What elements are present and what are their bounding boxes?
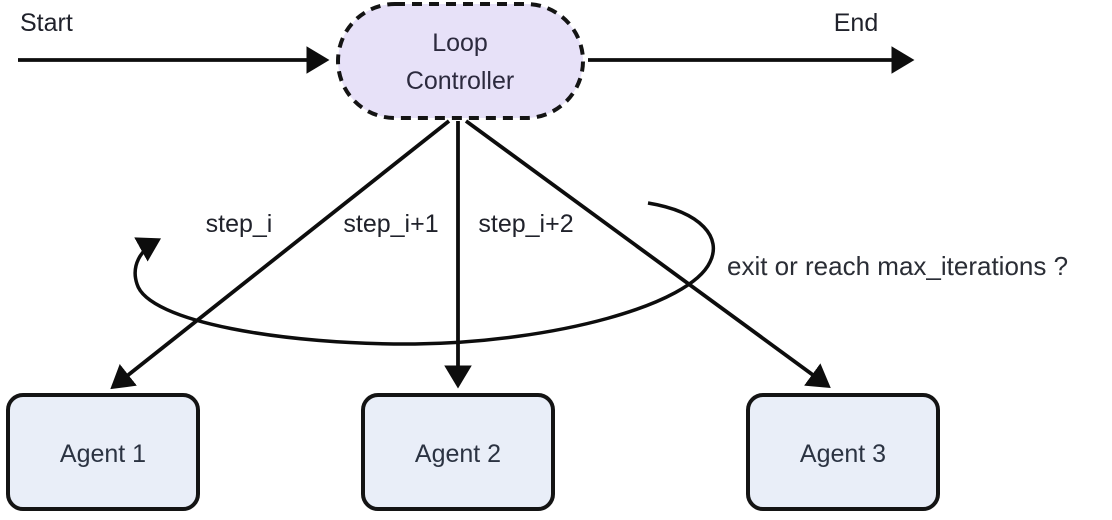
edge-label-step-i2: step_i+2 <box>478 210 573 238</box>
loop-controller-label-line1: Loop <box>432 29 488 57</box>
agent-2-shape <box>361 393 555 511</box>
agent-3-label: Agent 3 <box>800 440 886 468</box>
loop-controller-label-line2: Controller <box>406 67 514 95</box>
exit-condition-label: exit or reach max_iterations ? <box>727 251 1068 281</box>
agent-1-shape <box>6 393 200 511</box>
agent-1-label: Agent 1 <box>60 440 146 468</box>
loop-controller-shape <box>336 2 585 120</box>
loop-controller-node: Loop Controller <box>336 2 585 120</box>
start-label: Start <box>20 9 73 37</box>
iteration-loop-arc <box>133 201 716 346</box>
edge-label-step-i: step_i <box>206 210 273 238</box>
agent-1-node: Agent 1 <box>6 393 200 511</box>
agent-2-node: Agent 2 <box>361 393 555 511</box>
agent-3-shape <box>746 393 940 511</box>
edge-step-i <box>110 119 451 390</box>
agent-3-node: Agent 3 <box>746 393 940 511</box>
edge-label-step-i1: step_i+1 <box>343 210 438 238</box>
edge-step-i2 <box>464 119 831 389</box>
end-label: End <box>834 9 878 37</box>
agent-2-label: Agent 2 <box>415 440 501 468</box>
